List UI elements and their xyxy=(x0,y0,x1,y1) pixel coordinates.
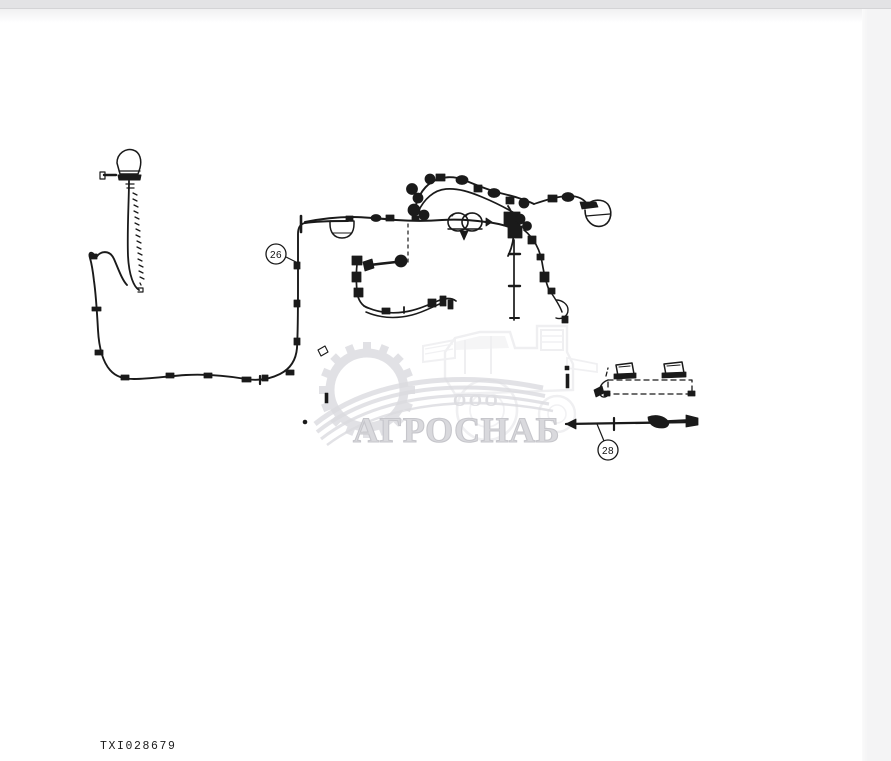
corrugated-conduit xyxy=(132,192,145,293)
upper-branch-loop xyxy=(406,173,535,221)
beacon-lamp-assembly xyxy=(99,148,142,291)
harness-direction-arrow xyxy=(485,217,493,227)
right-junction-cluster xyxy=(503,205,569,324)
callout-28[interactable]: 28 xyxy=(596,423,619,461)
window-top-band xyxy=(0,0,891,9)
mid-sub-harness xyxy=(351,223,457,319)
window-top-band-divider xyxy=(0,8,891,9)
isolated-detail-marks xyxy=(302,345,570,425)
right-lamp-head xyxy=(533,192,612,228)
dashed-panel-assembly xyxy=(593,361,696,398)
page-top-fade xyxy=(0,9,862,23)
dual-barrel-connector xyxy=(447,212,483,241)
page-right-edge xyxy=(862,9,868,761)
callout-26[interactable]: 26 xyxy=(265,243,301,265)
lower-right-cable xyxy=(564,414,699,432)
part-number-caption: TXI028679 xyxy=(100,740,177,753)
callout-26-label: 26 xyxy=(270,250,282,261)
callout-28-label: 28 xyxy=(602,446,614,457)
